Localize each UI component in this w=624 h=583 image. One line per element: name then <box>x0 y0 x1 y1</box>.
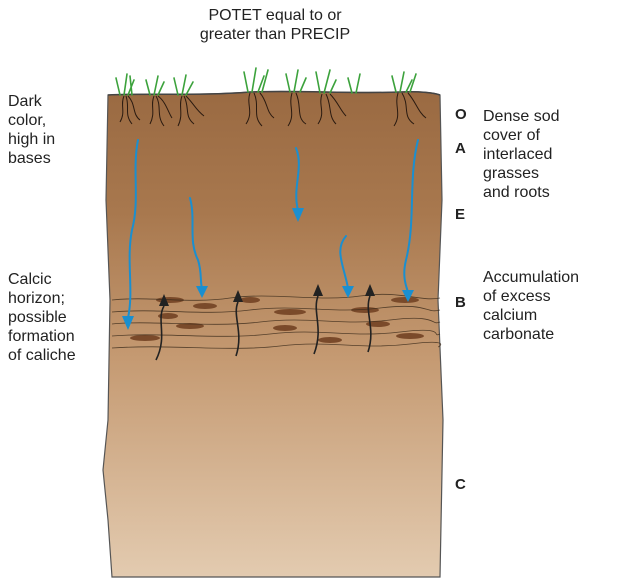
capillary-arrows <box>155 295 372 361</box>
grass-clumps <box>115 67 417 96</box>
label-calcic-horizon: Calcic horizon; possible formation of ca… <box>8 271 76 364</box>
percolation-arrowheads <box>122 208 414 330</box>
horizon-label-o: O <box>455 106 467 123</box>
horizon-label-e: E <box>455 206 466 223</box>
carbonate-lenses <box>130 297 424 343</box>
horizon-label-b: B <box>455 294 466 311</box>
b-horizon-streaks <box>111 293 442 349</box>
capillary-arrowheads <box>159 284 375 306</box>
label-dense-sod: Dense sod cover of interlaced grasses an… <box>483 108 560 201</box>
root-mat <box>119 92 427 127</box>
soil-column <box>102 90 444 578</box>
percolation-arrows <box>127 139 419 319</box>
label-dark-color: Dark color, high in bases <box>8 93 56 167</box>
horizon-label-a: A <box>455 140 466 157</box>
label-calcium-carbonate: Accumulation of excess calcium carbonate <box>483 269 580 343</box>
soil-surface <box>107 90 441 96</box>
horizon-label-c: C <box>455 476 466 493</box>
diagram-title: POTET equal to or greater than PRECIP <box>199 7 351 43</box>
